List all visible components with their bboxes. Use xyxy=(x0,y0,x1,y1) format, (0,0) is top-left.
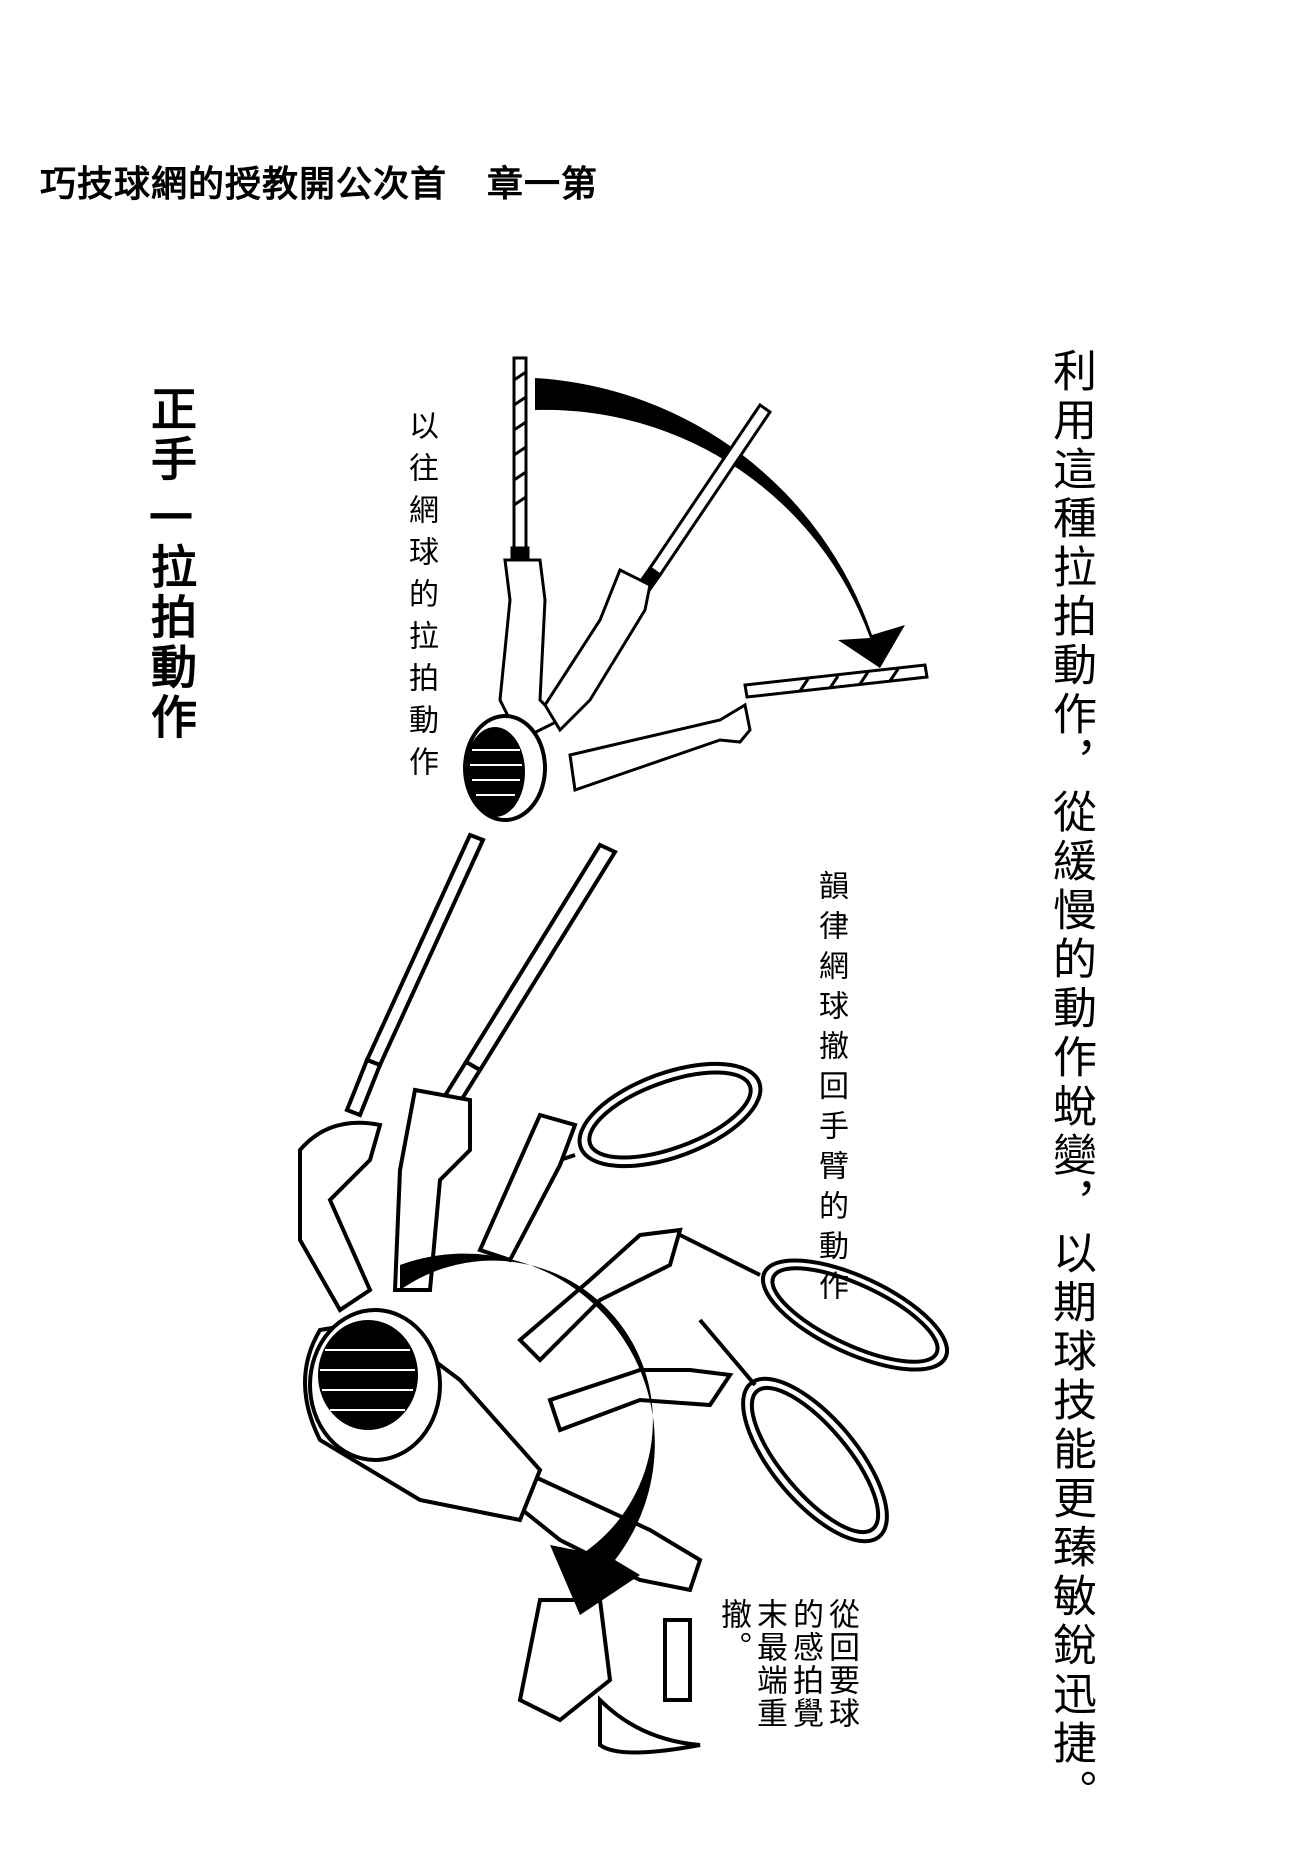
header-title: 巧技球網的授教開公次首 xyxy=(40,163,448,205)
lower-racket-2 xyxy=(438,842,618,1113)
lower-racket-5 xyxy=(698,1318,889,1544)
lower-racket-4 xyxy=(679,1233,950,1372)
lower-racket-6 xyxy=(598,1618,701,1755)
page-header: 巧技球網的授教開公次首章一第 xyxy=(40,155,598,207)
lower-caption: 從回要球的感拍覺末最端重撤。 xyxy=(715,1598,859,1730)
lower-racket-3 xyxy=(544,1061,763,1169)
middle-caption: 韻律網球撤回手臂的動作 xyxy=(813,870,848,1310)
section-title: 正手—拉拍動作 xyxy=(144,385,198,743)
lower-head xyxy=(308,1308,442,1462)
lower-racket-1 xyxy=(344,832,486,1118)
lower-swing-arrow xyxy=(400,1253,655,1615)
header-chapter: 章一第 xyxy=(487,163,599,205)
upper-swing-arrow xyxy=(535,378,905,668)
upper-arms xyxy=(498,558,752,793)
body-text: 利用這種拉拍動作，從緩慢的動作蛻變，以期球技能更臻敏銳迅捷。 xyxy=(1045,348,1096,1818)
upper-caption: 以往網球的拉拍動作 xyxy=(403,410,438,788)
upper-racket-horizontal xyxy=(743,663,929,699)
upper-head xyxy=(463,714,547,822)
